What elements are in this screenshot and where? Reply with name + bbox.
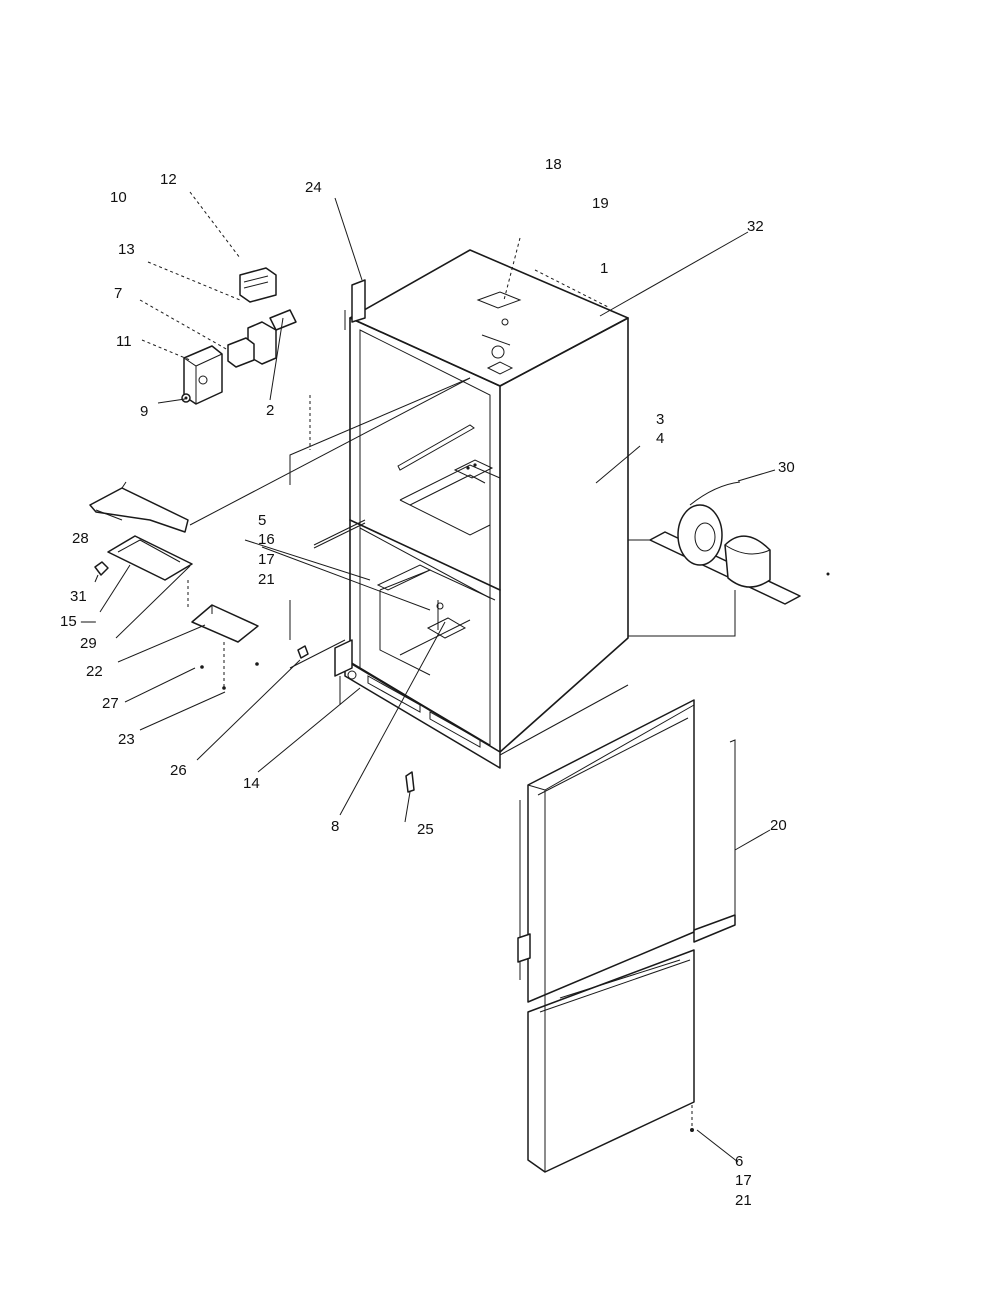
callout-28: 28 [72, 530, 89, 547]
callout-1: 1 [600, 260, 608, 277]
callout-17-b: 17 [735, 1172, 752, 1189]
part-25-pin [405, 771, 415, 793]
callout-8: 8 [331, 818, 339, 835]
callout-9: 9 [140, 403, 148, 420]
callout-14: 14 [243, 775, 260, 792]
callout-11: 11 [116, 333, 132, 350]
callout-17-a: 17 [258, 551, 275, 568]
callout-13: 13 [118, 241, 135, 258]
callout-29: 29 [80, 635, 97, 652]
callout-labels: 18 19 32 1 24 12 10 13 7 11 9 2 3 4 30 5… [60, 156, 795, 1209]
callout-12: 12 [160, 171, 177, 188]
callout-31: 31 [70, 588, 87, 605]
callout-23: 23 [118, 731, 135, 748]
lower-door [527, 949, 695, 1173]
control-assembly-parts [181, 267, 297, 405]
callout-21-b: 21 [735, 1192, 752, 1209]
compressor-assembly [628, 481, 830, 637]
callout-2: 2 [266, 402, 274, 419]
callout-20: 20 [770, 817, 787, 834]
callout-4: 4 [656, 430, 664, 447]
callout-6: 6 [735, 1153, 743, 1170]
callout-25: 25 [417, 821, 434, 838]
refrigerator-cabinet [313, 249, 629, 769]
upper-door [517, 699, 736, 1003]
callout-26: 26 [170, 762, 187, 779]
callout-27: 27 [102, 695, 119, 712]
callout-21-a: 21 [258, 571, 275, 588]
callout-24: 24 [305, 179, 322, 196]
callout-18: 18 [545, 156, 562, 173]
callout-16: 16 [258, 531, 275, 548]
callout-32: 32 [747, 218, 764, 235]
evaporator-cover-parts [89, 481, 309, 690]
leader-lines [94, 191, 776, 1163]
callout-22: 22 [86, 663, 103, 680]
callout-10: 10 [110, 189, 127, 206]
callout-19: 19 [592, 195, 609, 212]
callout-15: 15 — [60, 613, 96, 630]
callout-7: 7 [114, 285, 122, 302]
callout-30: 30 [778, 459, 795, 476]
callout-5: 5 [258, 512, 266, 529]
callout-3: 3 [656, 411, 664, 428]
